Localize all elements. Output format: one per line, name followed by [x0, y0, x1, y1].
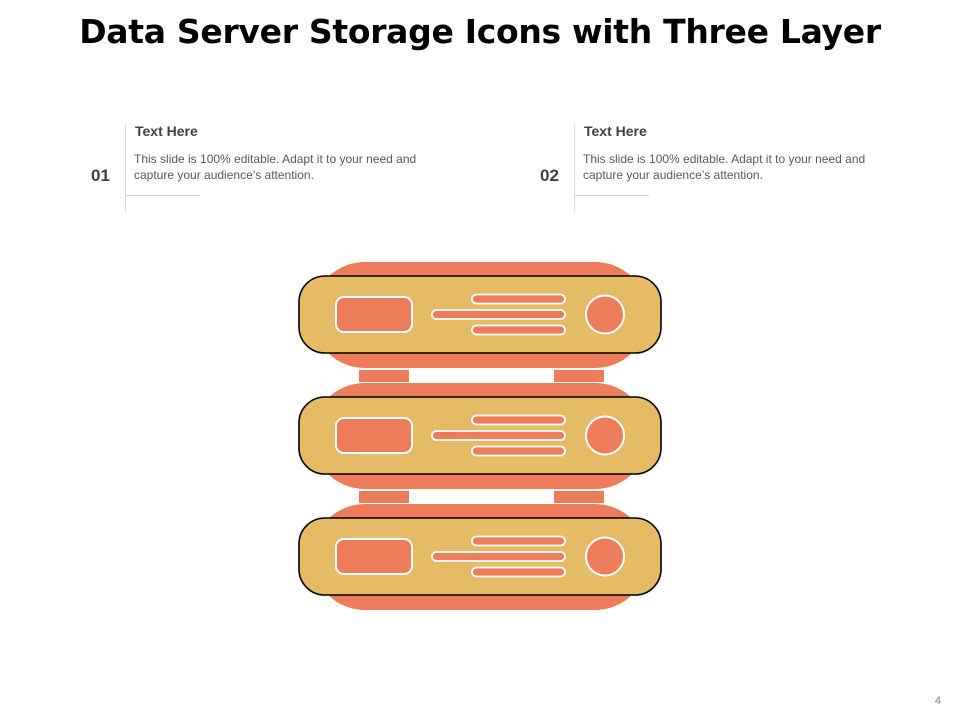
server-connectors [359, 370, 604, 503]
server-connector-right [554, 491, 604, 503]
vent-line-1 [471, 535, 566, 547]
callout-divider-vertical [574, 124, 575, 212]
status-light-icon [585, 536, 625, 577]
server-layer-1 [298, 262, 662, 368]
server-layer-3 [298, 504, 662, 610]
status-light-icon [585, 415, 625, 456]
callout-body: This slide is 100% editable. Adapt it to… [583, 152, 866, 182]
callout-divider-vertical [125, 124, 126, 212]
callout-body: This slide is 100% editable. Adapt it to… [134, 152, 417, 182]
vent-line-2 [431, 309, 566, 320]
drive-bay-icon [335, 417, 413, 454]
status-light-icon [585, 294, 625, 335]
vent-line-3 [471, 445, 566, 457]
page-number: 4 [934, 695, 941, 707]
drive-bay-icon [335, 538, 413, 575]
server-connector-right [554, 370, 604, 382]
server-connector-left [359, 370, 409, 382]
callout-number: 01 [91, 166, 110, 185]
vent-line-2 [431, 551, 566, 562]
callout-divider-horizontal [125, 195, 200, 196]
slide-title: Data Server Storage Icons with Three Lay… [79, 12, 881, 51]
callout-heading: Text Here [584, 123, 647, 139]
vent-line-1 [471, 414, 566, 426]
server-layers [298, 262, 662, 610]
server-layer-2 [298, 383, 662, 489]
callout-heading: Text Here [135, 123, 198, 139]
callout-divider-horizontal [574, 195, 649, 196]
vent-line-3 [471, 324, 566, 336]
callout-number: 02 [540, 166, 559, 185]
callout-02: 02 Text Here This slide is 100% editable… [540, 120, 914, 215]
drive-bay-icon [335, 296, 413, 333]
callout-01: 01 Text Here This slide is 100% editable… [91, 120, 465, 215]
vent-line-3 [471, 566, 566, 578]
vent-line-2 [431, 430, 566, 441]
server-connector-left [359, 491, 409, 503]
vent-line-1 [471, 293, 566, 305]
